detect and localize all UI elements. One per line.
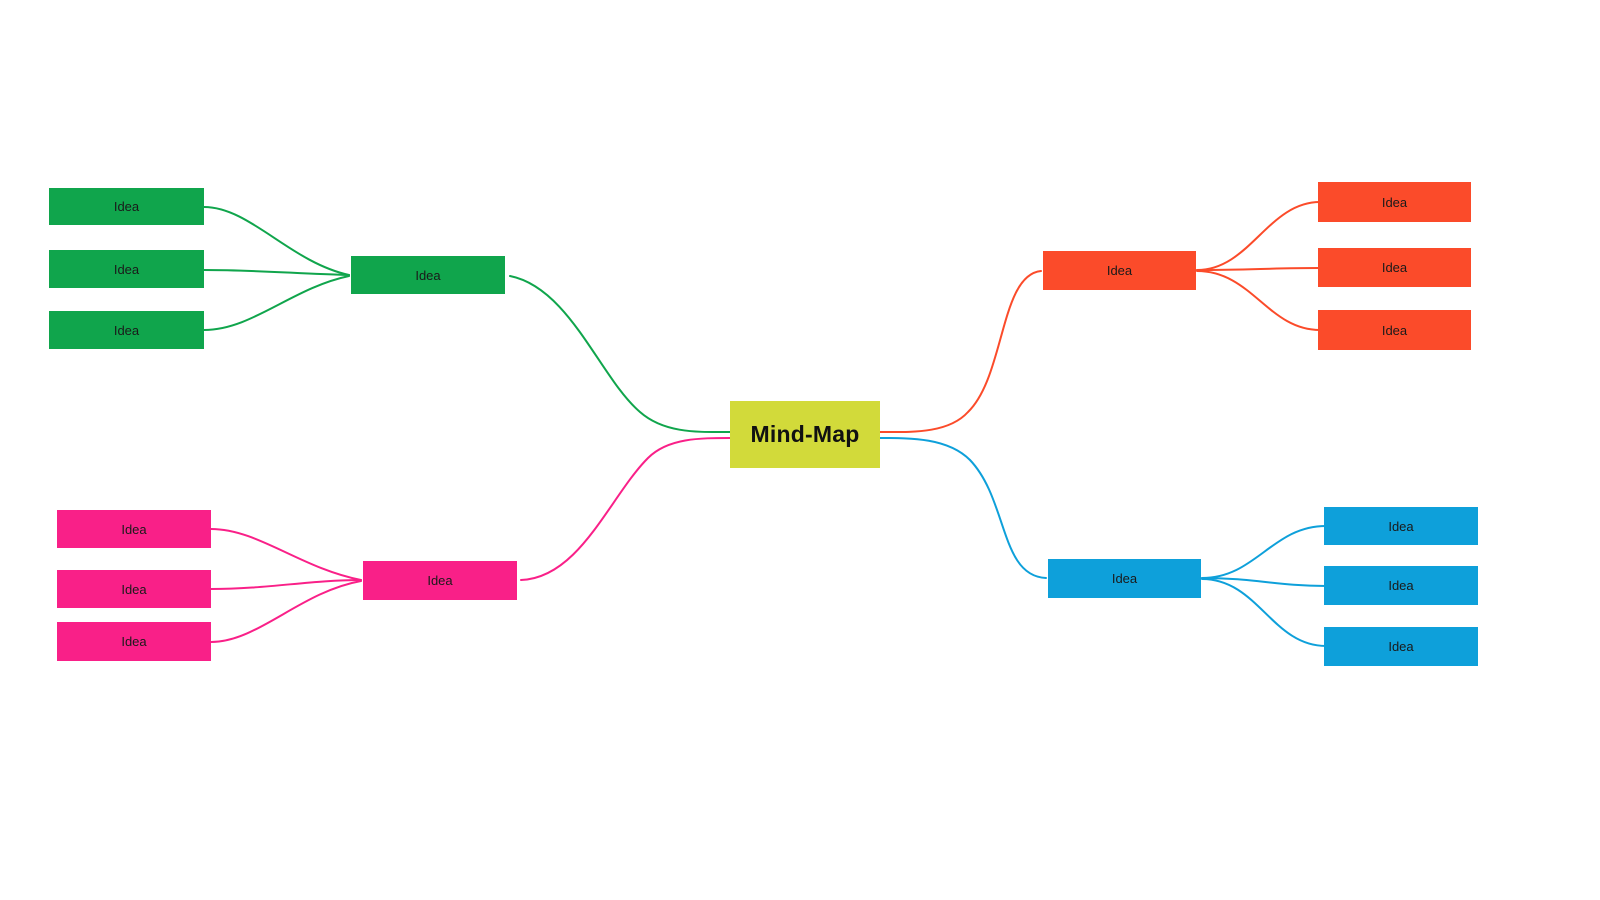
pink-leaf-1	[210, 528, 362, 581]
branch-node-pink[interactable]: Idea	[363, 561, 517, 600]
root-to-green	[509, 275, 731, 434]
branch-node-orange-label: Idea	[1106, 263, 1133, 278]
leaf-node-blue-3[interactable]: Idea	[1324, 627, 1478, 666]
branch-node-blue-label: Idea	[1111, 571, 1138, 586]
blue-leaf-2	[1201, 577, 1327, 587]
orange-leaf-3	[1196, 270, 1321, 331]
branch-node-blue[interactable]: Idea	[1048, 559, 1201, 598]
leaf-node-orange-2-label: Idea	[1381, 260, 1408, 275]
leaf-node-green-2[interactable]: Idea	[49, 250, 204, 288]
green-leaf-1	[203, 206, 350, 276]
leaf-node-green-3-label: Idea	[113, 322, 140, 338]
leaf-node-pink-1-label: Idea	[121, 521, 147, 537]
root-node-label: Mind-Map	[750, 421, 860, 447]
leaf-node-blue-1[interactable]: Idea	[1324, 507, 1478, 545]
blue-leaf-1	[1201, 525, 1327, 579]
leaf-node-blue-2-label: Idea	[1388, 578, 1414, 593]
leaf-node-pink-1[interactable]: Idea	[57, 510, 211, 548]
pink-leaf-2	[210, 579, 362, 590]
green-leaf-3	[203, 275, 350, 331]
root-to-blue	[879, 437, 1047, 579]
leaf-node-orange-3[interactable]: Idea	[1318, 310, 1471, 350]
orange-leaf-2	[1196, 267, 1321, 271]
branch-node-orange[interactable]: Idea	[1043, 251, 1196, 290]
branch-node-pink-label: Idea	[427, 573, 453, 588]
leaf-node-pink-2-label: Idea	[121, 581, 147, 597]
leaf-node-blue-1-label: Idea	[1388, 518, 1414, 534]
leaf-node-pink-3-label: Idea	[121, 634, 147, 649]
root-to-pink	[520, 437, 731, 581]
leaf-node-blue-3-label: Idea	[1388, 639, 1414, 654]
leaf-node-orange-1-label: Idea	[1381, 194, 1408, 210]
leaf-node-orange-2[interactable]: Idea	[1318, 248, 1471, 287]
leaf-node-pink-2[interactable]: Idea	[57, 570, 211, 608]
branch-node-green[interactable]: Idea	[351, 256, 505, 294]
leaf-node-orange-1[interactable]: Idea	[1318, 182, 1471, 222]
pink-leaf-3	[210, 580, 362, 643]
leaf-node-green-1-label: Idea	[113, 199, 140, 214]
green-leaf-2	[203, 269, 350, 276]
orange-leaf-1	[1196, 201, 1321, 271]
leaf-node-orange-3-label: Idea	[1381, 322, 1408, 338]
leaf-node-green-1[interactable]: Idea	[49, 188, 204, 225]
branch-node-green-label: Idea	[415, 267, 441, 283]
blue-leaf-3	[1201, 578, 1327, 647]
leaf-node-pink-3[interactable]: Idea	[57, 622, 211, 661]
root-to-orange	[879, 270, 1042, 434]
leaf-node-green-3[interactable]: Idea	[49, 311, 204, 349]
leaf-node-green-2-label: Idea	[113, 261, 140, 277]
root-node[interactable]: Mind-Map	[730, 401, 880, 468]
leaf-node-blue-2[interactable]: Idea	[1324, 566, 1478, 605]
